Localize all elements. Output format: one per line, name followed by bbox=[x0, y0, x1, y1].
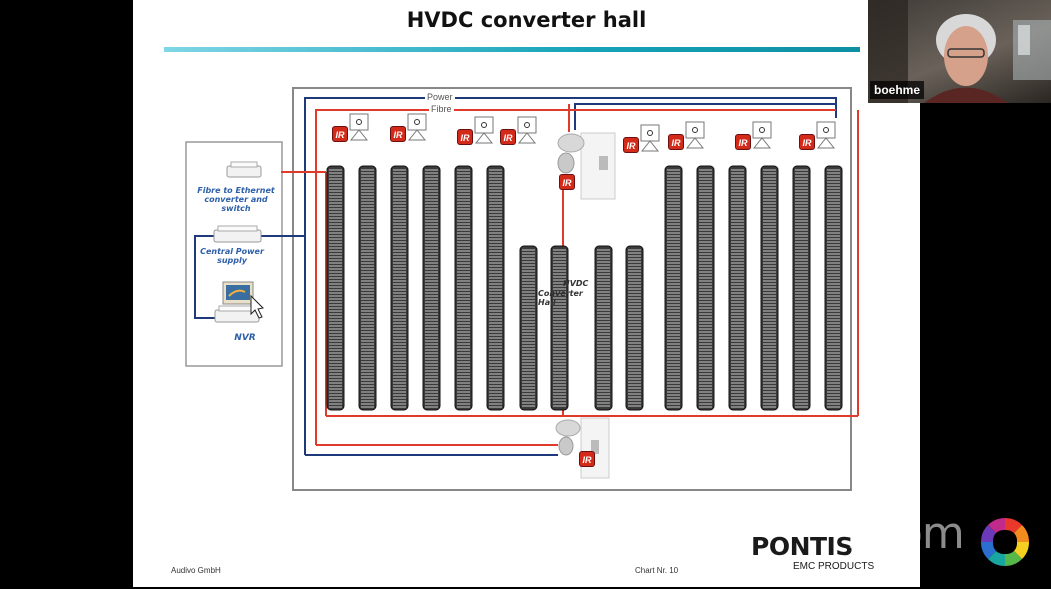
footer-chart-number: Chart Nr. 10 bbox=[635, 566, 679, 575]
valve-stack bbox=[625, 245, 644, 411]
hall-label-line1: HVDC bbox=[563, 279, 589, 288]
valve-stack bbox=[696, 165, 715, 411]
ir-camera: IR bbox=[332, 113, 369, 142]
fibre-wire-label: Fibre bbox=[429, 104, 454, 114]
valve-stack bbox=[760, 165, 779, 411]
nvr-device bbox=[214, 281, 265, 323]
valve-stack bbox=[594, 245, 613, 411]
svg-text:IR: IR bbox=[563, 178, 573, 188]
valve-stack bbox=[792, 165, 811, 411]
ir-badge-text: IR bbox=[739, 138, 749, 148]
valve-stack bbox=[550, 245, 569, 411]
valve-stack bbox=[728, 165, 747, 411]
valve-stack bbox=[326, 165, 345, 411]
power-wiring bbox=[194, 97, 837, 456]
valve-stack bbox=[390, 165, 409, 411]
nvr-label: NVR bbox=[234, 333, 256, 343]
svg-text:IR: IR bbox=[583, 455, 593, 465]
valve-stack bbox=[358, 165, 377, 411]
ir-badge-text: IR bbox=[336, 130, 346, 140]
fibre-converter-device bbox=[226, 161, 262, 178]
hall-outline bbox=[292, 87, 852, 491]
ir-camera: IR bbox=[735, 121, 772, 150]
ir-camera: IR bbox=[390, 113, 427, 142]
ir-badge-text: IR bbox=[803, 138, 813, 148]
valve-stack bbox=[664, 165, 683, 411]
participant-video-tile[interactable]: boehme bbox=[868, 0, 1051, 103]
central-power-supply-device bbox=[213, 225, 262, 243]
zoom-color-wheel-icon bbox=[980, 517, 1030, 567]
zoom-watermark: zoom bbox=[848, 508, 965, 559]
valve-stack bbox=[422, 165, 441, 411]
valve-stacks bbox=[326, 165, 843, 411]
pontis-logo: PONTIS bbox=[751, 532, 853, 561]
converter-label: Fibre to Ethernet converter and switch bbox=[197, 186, 275, 213]
power-supply-label: Central Power supply bbox=[200, 247, 264, 265]
valve-stack bbox=[824, 165, 843, 411]
ir-badge-text: IR bbox=[461, 133, 471, 143]
ir-camera: IR bbox=[623, 124, 660, 153]
ir-badge-text: IR bbox=[672, 138, 682, 148]
ir-badge-text: IR bbox=[504, 133, 514, 143]
power-wire-label: Power bbox=[425, 92, 455, 102]
ir-camera: IR bbox=[457, 116, 494, 145]
wall-camera-top: IR bbox=[557, 132, 616, 200]
ir-camera: IR bbox=[500, 116, 537, 145]
valve-stack bbox=[519, 245, 538, 411]
valve-stack bbox=[454, 165, 473, 411]
slide-title: HVDC converter hall bbox=[406, 8, 647, 32]
ir-camera: IR bbox=[668, 121, 705, 150]
ir-camera: IR bbox=[799, 121, 836, 150]
participant-name-label: boehme bbox=[870, 81, 925, 99]
ceiling-cameras: IR IR IR IR IR IR IR IR bbox=[332, 113, 836, 153]
equipment-cabinet bbox=[185, 141, 283, 367]
hvdc-hall-diagram: IR IR IR IR IR IR IR IR IR IR bbox=[185, 87, 859, 491]
ir-badge-text: IR bbox=[394, 130, 404, 140]
ir-badge-text: IR bbox=[627, 141, 637, 151]
hall-label-line2: Converter Hall bbox=[538, 289, 583, 307]
wall-camera-bottom: IR bbox=[555, 417, 610, 479]
participant-video bbox=[868, 0, 1051, 103]
title-underline bbox=[164, 47, 860, 52]
footer-company: Audivo GmbH bbox=[171, 566, 221, 575]
presentation-slide: HVDC converter hall bbox=[133, 0, 920, 587]
fibre-wiring bbox=[281, 104, 859, 446]
valve-stack bbox=[486, 165, 505, 411]
pontis-logo-subtitle: EMC PRODUCTS bbox=[793, 561, 875, 572]
